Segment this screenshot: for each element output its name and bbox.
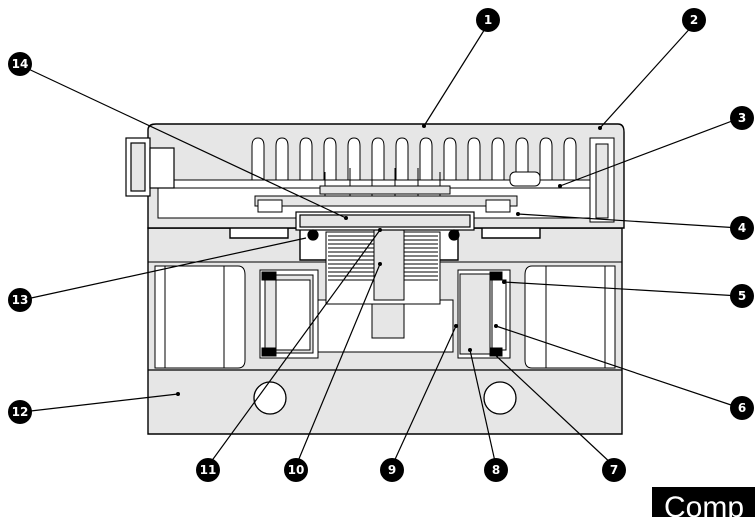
left-cavity [154,265,246,369]
circuit-board [254,168,541,213]
callout-5: 5 [730,284,754,308]
right-cavity [524,265,616,369]
callout-5-label: 5 [738,289,746,303]
callout-8-label: 8 [492,463,500,477]
left-mount-hole [253,381,287,415]
callout-13: 13 [8,288,32,312]
callout-7-label: 7 [610,463,618,477]
callout-3-label: 3 [738,111,746,125]
left-spool [259,269,319,359]
callout-6-label: 6 [738,401,746,415]
callout-9: 9 [380,458,404,482]
callout-12: 12 [8,400,32,424]
callout-2-label: 2 [690,13,698,27]
callout-12-label: 12 [12,405,29,419]
hub-plate [295,211,475,241]
callout-8: 8 [484,458,508,482]
callout-1-label: 1 [484,13,492,27]
callout-4: 4 [730,216,754,240]
callout-10: 10 [284,458,308,482]
corner-caption-box: Comp [652,487,755,517]
right-spool [457,269,511,359]
callout-11-label: 11 [200,463,217,477]
left-connector [125,137,175,197]
coil-windings [325,225,441,305]
callout-2: 2 [682,8,706,32]
callout-13-label: 13 [12,293,29,307]
right-mount-hole [483,381,517,415]
callout-4-label: 4 [738,221,746,235]
callout-9-label: 9 [388,463,396,477]
central-channel [317,299,454,353]
callout-10-label: 10 [288,463,305,477]
corner-caption-text: Comp [664,491,745,517]
anchor-dots [176,124,602,396]
callout-3: 3 [730,106,754,130]
cooling-fins [251,137,577,187]
callout-14-label: 14 [12,57,29,71]
callout-7: 7 [602,458,626,482]
callout-14: 14 [8,52,32,76]
callout-1: 1 [476,8,500,32]
leader-lines [21,23,741,467]
callout-11: 11 [196,458,220,482]
callout-6: 6 [730,396,754,420]
